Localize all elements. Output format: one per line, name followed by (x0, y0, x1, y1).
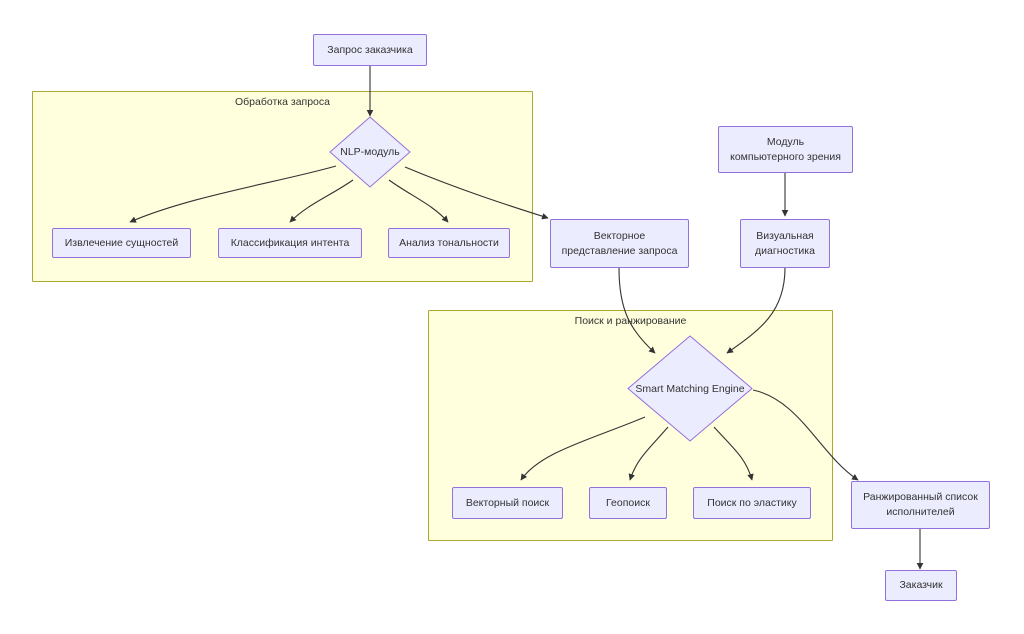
node-label: Извлечение сущностей (64, 236, 179, 249)
node-label-line-2: исполнителей (886, 506, 955, 518)
node-nlp-modul[interactable]: NLP-модуль (329, 116, 411, 188)
node-izvlechenie-sushchnostey[interactable]: Извлечение сущностей (52, 228, 191, 258)
node-label: NLP-модуль (340, 146, 400, 158)
node-vektornoe-predstavlenie-zaprosa[interactable]: Векторное представление запроса (550, 219, 689, 268)
node-label: Поиск по эластику (707, 496, 797, 509)
cluster-label-processing: Обработка запроса (235, 96, 330, 108)
node-label: Геопоиск (606, 496, 650, 509)
node-label-line-2: диагностика (755, 244, 815, 257)
diamond-shape (627, 335, 753, 442)
node-vizualnaya-diagnostika[interactable]: Визуальная диагностика (740, 219, 830, 268)
node-analiz-tonalnosti[interactable]: Анализ тональности (388, 228, 510, 258)
diamond-shape (329, 116, 411, 188)
node-label: Smart Matching Engine (635, 382, 745, 395)
node-label: Заказчик (899, 579, 943, 591)
cluster-label-search: Поиск и ранжирование (574, 315, 687, 327)
node-label-line-1: Визуальная (756, 229, 814, 242)
node-label: Запрос заказчика (327, 43, 413, 56)
node-label: Классификация интента (230, 236, 350, 249)
node-vektorniy-poisk[interactable]: Векторный поиск (452, 487, 563, 519)
node-label-line-1: Модуль (766, 135, 805, 148)
node-geopoisk[interactable]: Геопоиск (589, 487, 667, 519)
node-label-line-1: Ранжированный список (863, 491, 978, 503)
node-modul-kompyuternogo-zreniya[interactable]: Модуль компьютерного зрения (718, 126, 853, 173)
node-klassifikatsiya-intenta[interactable]: Классификация интента (218, 228, 362, 258)
node-ranzhirovanniy-spisok-ispolniteley[interactable]: Ранжированный список исполнителей (851, 481, 990, 529)
node-label-line-1: Векторное (593, 229, 646, 242)
node-poisk-po-elastiku[interactable]: Поиск по эластику (693, 487, 811, 519)
node-zapros-zakazchika[interactable]: Запрос заказчика (313, 34, 427, 66)
node-label-line-2: компьютерного зрения (730, 150, 841, 163)
node-label: Векторный поиск (465, 496, 550, 509)
node-zakazchik[interactable]: Заказчик (885, 570, 957, 601)
node-smart-matching-engine[interactable]: Smart Matching Engine (627, 335, 753, 442)
node-label-line-2: представление запроса (561, 244, 678, 257)
node-label: Анализ тональности (399, 236, 499, 249)
